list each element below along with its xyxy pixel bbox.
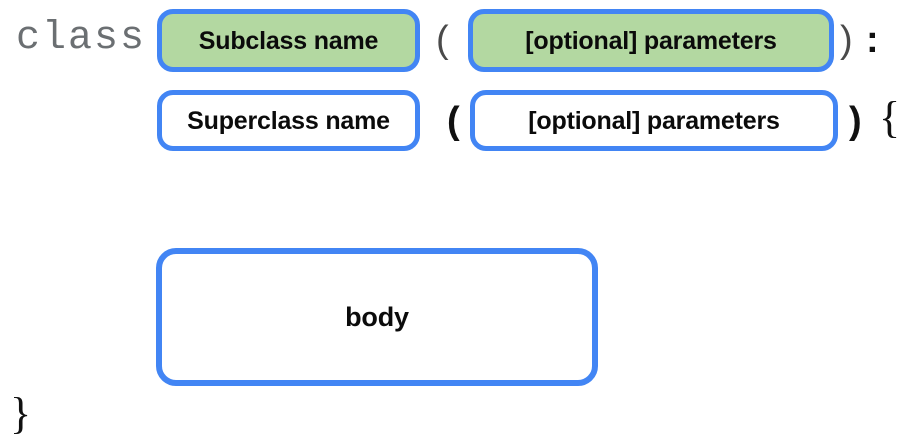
subclass-parameters-box[interactable]: [optional] parameters: [468, 9, 834, 72]
superclass-name-label: Superclass name: [187, 106, 390, 135]
closing-brace: }: [10, 389, 32, 438]
line1-colon: :: [866, 19, 879, 61]
line2-open-paren: (: [447, 100, 460, 142]
superclass-name-box[interactable]: Superclass name: [157, 90, 420, 151]
line2-close-paren: ): [849, 100, 862, 142]
superclass-parameters-box[interactable]: [optional] parameters: [470, 90, 838, 151]
subclass-parameters-label: [optional] parameters: [525, 26, 777, 55]
subclass-name-label: Subclass name: [198, 26, 379, 55]
superclass-parameters-label: [optional] parameters: [528, 106, 780, 135]
line1-open-paren: (: [436, 19, 449, 61]
body-label: body: [345, 302, 409, 332]
subclass-name-box[interactable]: Subclass name: [157, 9, 420, 72]
body-box[interactable]: body: [156, 248, 598, 386]
line1-close-paren: ): [840, 19, 853, 61]
line2-open-brace: {: [879, 93, 901, 142]
keyword-class: class: [16, 16, 147, 61]
